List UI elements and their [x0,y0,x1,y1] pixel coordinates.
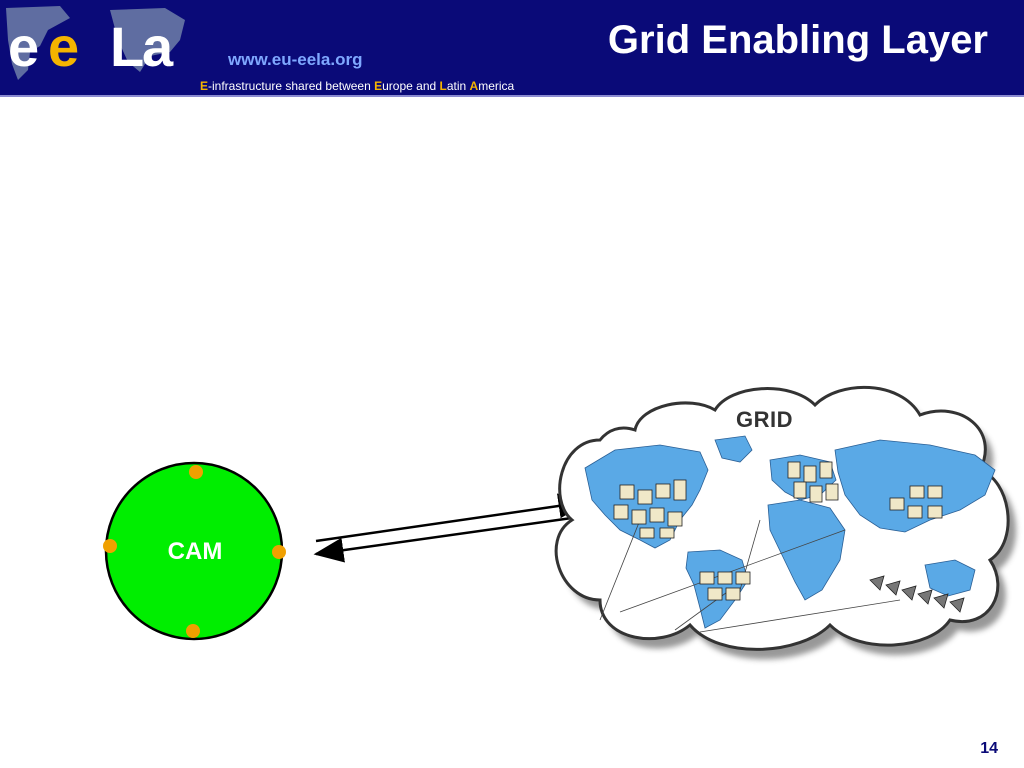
computer-cluster-europe [787,461,839,503]
svg-text:e: e [48,15,79,78]
svg-text:a: a [142,15,174,78]
cam-handle-right[interactable] [272,545,286,559]
arrow-to-cam [313,514,587,563]
eela-logo: e e L a [6,6,185,80]
tagline-europe-initial: E [374,79,383,93]
site-url-link[interactable]: www.eu-eela.org [228,50,363,69]
computer-cluster-north-america [613,479,687,539]
tagline-latin-initial: L [439,79,447,93]
grid-label: GRID [736,407,793,432]
computer-cluster-asia [889,485,943,519]
continent-greenland [714,435,753,463]
page-number: 14 [980,740,998,757]
tagline-part4: merica [478,79,515,93]
cam-handle-bottom[interactable] [186,624,200,638]
cam-handle-top[interactable] [189,465,203,479]
tagline-part1: -infrastructure shared between [208,79,375,93]
tagline-e: E [200,79,209,93]
network-links [599,519,901,633]
tagline-part3: atin [446,79,470,93]
cam-label: CAM [167,538,223,565]
tagline-part2: urope and [382,79,440,93]
slide-title: Grid Enabling Layer [607,18,988,62]
cam-handle-left[interactable] [103,539,117,553]
satellite-dish-array [869,575,965,613]
tagline-america-initial: A [469,79,479,93]
arrow-to-grid [315,493,589,543]
computer-cluster-south-america [699,571,751,601]
svg-text:e: e [8,15,39,78]
header-bar: e e L a www.eu-eela.org E-infrastructure… [0,0,1024,97]
continent-australia [924,559,976,597]
continent-africa [767,499,846,601]
header-rule [0,95,1024,97]
tagline: E-infrastructure shared between Europe a… [200,79,514,93]
svg-text:L: L [110,15,144,78]
cam-node [103,461,286,641]
